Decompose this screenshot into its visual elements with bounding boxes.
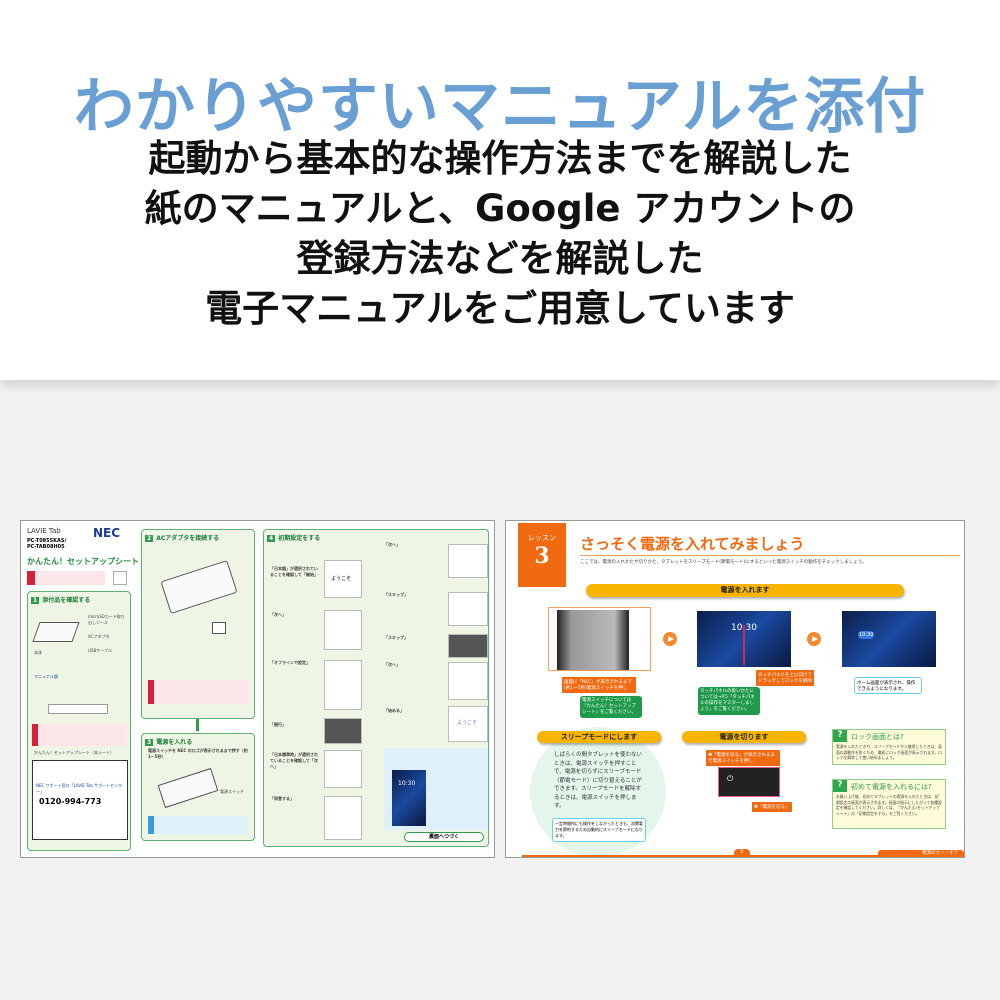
setup-sheet-document: LAVIE Tab NEC PC-T0855KAS/PC-TAB08H05 かん… [20,520,495,858]
lesson-title: さっそく電源を入れてみましょう [580,535,805,553]
support-phone: 0120-994-773 [39,797,102,806]
power-icon: ⏻ [727,774,734,783]
description-line: 紙のマニュアルと、Google アカウントの [144,187,856,230]
description-line: 起動から基本的な操作方法までを解説した [148,137,852,180]
lock-screen-image: 10:30 [697,611,791,667]
home-screen-image: 10:30 [842,611,936,667]
nec-logo: NEC [93,526,121,540]
support-box: NEC サポート窓口「LAVIE Tab サポートセンター」 0120-994-… [32,760,128,840]
description: 起動から基本的な操作方法までを解説した 紙のマニュアルと、Google アカウン… [0,134,1000,334]
qa-first-power-on: ?初めて電源を入れるには? お買い上げ後、初めてタブレットの電源を入れたときは、… [832,779,946,829]
page-footer: 電源のオン／オフ [878,850,964,857]
question-icon: ? [833,730,847,742]
warning-box [27,571,105,585]
page-number: 5 [734,849,750,857]
qa-lock-screen: ?ロック画面とは? 電源を入れたときや、スリープモードから復帰したときは、画面の… [832,729,946,765]
description-line: 登録方法などを解説した [296,237,704,280]
headline: わかりやすいマニュアルを添付 [73,72,927,142]
heading-sleep: スリープモードにします [537,731,661,743]
heading-power-on: 電源を入れます [586,584,904,597]
lesson-page-document: レッスン 3 さっそく電源を入れてみましょう ここでは、電源の入れかたや切りかた… [505,520,965,858]
tablet-illustration [32,622,80,642]
next-arrow-icon [663,632,677,646]
header-panel: わかりやすいマニュアルを添付 起動から基本的な操作方法までを解説した 紙のマニュ… [0,0,1000,380]
model-numbers: PC-T0855KAS/PC-TAB08H05 [27,538,67,550]
power-menu-image: ⏻ [718,767,780,797]
lesson-badge: レッスン 3 [518,523,566,587]
tablet-illustration [157,767,219,809]
heading-power-off: 電源を切ります [682,731,806,743]
question-icon: ? [833,780,847,792]
tablet-illustration [160,560,238,614]
continue-label: 裏面へつづく [404,832,484,842]
flow-arrow [196,719,199,731]
ac-adapter-illustration [212,622,226,634]
brand-logo: LAVIE Tab [27,527,61,535]
sheet-title: かんたん！セットアップシート [27,557,139,566]
next-arrow-icon [807,632,821,646]
description-line: 電子マニュアルをご用意しています [205,287,795,330]
qr-placeholder [113,571,127,585]
